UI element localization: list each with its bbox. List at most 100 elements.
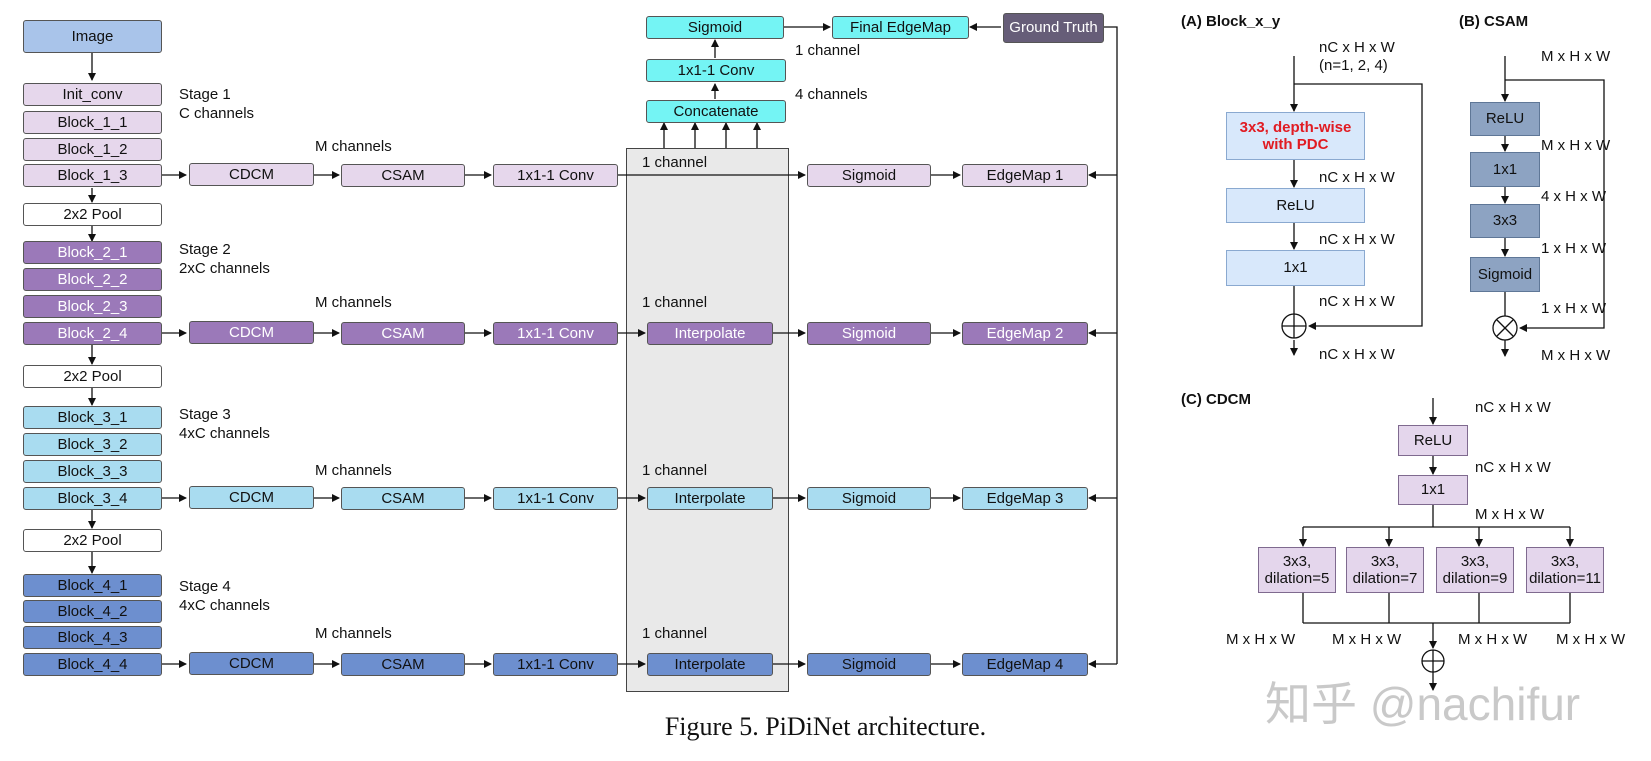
image-input-box: Image <box>23 20 162 53</box>
edgemap-1: EdgeMap 1 <box>962 164 1088 187</box>
one-channel-label-1: 1 channel <box>642 154 708 171</box>
panel-b-dim1: M x H x W <box>1541 137 1611 154</box>
csam-4: CSAM <box>341 653 465 676</box>
fusion-panel <box>626 148 789 692</box>
final-edgemap-box: Final EdgeMap <box>832 16 969 39</box>
dilation-5-line1: 3x3, <box>1282 552 1312 570</box>
fusion-conv-box: 1x1-1 Conv <box>646 59 786 82</box>
block-3-3: Block_3_3 <box>23 460 162 483</box>
m-channels-label-2: M channels <box>315 294 392 311</box>
panel-c-branch-dims-4: M x H x W <box>1556 631 1626 648</box>
stage-1-channels: C channels <box>179 105 255 122</box>
block-3-4: Block_3_4 <box>23 487 162 510</box>
dilation-9-line2: dilation=9 <box>1442 570 1508 587</box>
panel-b-out-dims: M x H x W <box>1541 347 1611 364</box>
sigmoid-1: Sigmoid <box>807 164 931 187</box>
panel-a-dim2: nC x H x W <box>1319 231 1395 248</box>
stage-3-title: Stage 3 <box>179 406 231 423</box>
panel-b-relu: ReLU <box>1470 102 1540 136</box>
panel-b-dim4: 1 x H x W <box>1541 300 1607 317</box>
edgemap-2: EdgeMap 2 <box>962 322 1088 345</box>
csam-3: CSAM <box>341 487 465 510</box>
sigmoid-3: Sigmoid <box>807 487 931 510</box>
panel-c-dim1: nC x H x W <box>1475 459 1551 476</box>
dilation-11-branch: 3x3, dilation=11 <box>1526 547 1604 593</box>
panel-a-in-dims: nC x H x W <box>1319 39 1395 56</box>
pool-1: 2x2 Pool <box>23 203 162 226</box>
pool-2: 2x2 Pool <box>23 365 162 388</box>
block-3-2: Block_3_2 <box>23 433 162 456</box>
panel-c-in-dims: nC x H x W <box>1475 399 1551 416</box>
block-2-1: Block_2_1 <box>23 241 162 264</box>
dilation-7-line2: dilation=7 <box>1352 570 1418 587</box>
cdcm-4: CDCM <box>189 652 314 675</box>
panel-a-relu: ReLU <box>1226 188 1365 223</box>
panel-b-title: (B) CSAM <box>1459 13 1529 30</box>
panel-c-branch-dims-3: M x H x W <box>1458 631 1528 648</box>
panel-b-dim3: 1 x H x W <box>1541 240 1607 257</box>
block-4-3: Block_4_3 <box>23 626 162 649</box>
block-2-4: Block_2_4 <box>23 322 162 345</box>
block-1-2: Block_1_2 <box>23 138 162 161</box>
csam-2: CSAM <box>341 322 465 345</box>
edgemap-4: EdgeMap 4 <box>962 653 1088 676</box>
panel-b-conv1x1: 1x1 <box>1470 152 1540 187</box>
panel-c-branch-dims-2: M x H x W <box>1332 631 1402 648</box>
cdcm-1: CDCM <box>189 163 314 186</box>
cdcm-2: CDCM <box>189 321 314 344</box>
dilation-7-line1: 3x3, <box>1370 552 1400 570</box>
panel-c-dim2: M x H x W <box>1475 506 1545 523</box>
dilation-5-line2: dilation=5 <box>1264 570 1330 587</box>
one-channel-label-2: 1 channel <box>642 294 708 311</box>
block-4-2: Block_4_2 <box>23 600 162 623</box>
block-3-1: Block_3_1 <box>23 406 162 429</box>
cdcm-3: CDCM <box>189 486 314 509</box>
sigmoid-2: Sigmoid <box>807 322 931 345</box>
conv1x1-2: 1x1-1 Conv <box>493 322 618 345</box>
block-2-2: Block_2_2 <box>23 268 162 291</box>
dilation-9-branch: 3x3, dilation=9 <box>1436 547 1514 593</box>
block-4-4: Block_4_4 <box>23 653 162 676</box>
panel-c-title: (C) CDCM <box>1181 391 1251 408</box>
conv1x1-4: 1x1-1 Conv <box>493 653 618 676</box>
conv1x1-3: 1x1-1 Conv <box>493 487 618 510</box>
stage-4-channels: 4xC channels <box>179 597 270 614</box>
one-channel-label-3: 1 channel <box>642 462 708 479</box>
panel-a-title: (A) Block_x_y <box>1181 13 1281 30</box>
sigmoid-4: Sigmoid <box>807 653 931 676</box>
m-channels-label-3: M channels <box>315 462 392 479</box>
interpolate-4: Interpolate <box>647 653 773 676</box>
conv1x1-1: 1x1-1 Conv <box>493 164 618 187</box>
block-2-3: Block_2_3 <box>23 295 162 318</box>
dilation-9-line1: 3x3, <box>1460 552 1490 570</box>
panel-c-branch-dims-1: M x H x W <box>1226 631 1296 648</box>
panel-b-sigmoid: Sigmoid <box>1470 257 1540 292</box>
panel-c-conv1x1: 1x1 <box>1398 475 1468 505</box>
dilation-7-branch: 3x3, dilation=7 <box>1346 547 1424 593</box>
ground-truth-box: Ground Truth <box>1003 13 1104 43</box>
panel-c-relu: ReLU <box>1398 425 1468 456</box>
block-1-1: Block_1_1 <box>23 111 162 134</box>
four-channels-label: 4 channels <box>795 86 868 103</box>
pdc-line2: with PDC <box>1262 136 1329 153</box>
panel-a-dim3: nC x H x W <box>1319 293 1395 310</box>
block-1-3: Block_1_3 <box>23 164 162 187</box>
m-channels-label-4: M channels <box>315 625 392 642</box>
interpolate-2: Interpolate <box>647 322 773 345</box>
init-conv-box: Init_conv <box>23 83 162 106</box>
panel-b-conv3x3: 3x3 <box>1470 204 1540 238</box>
block-4-1: Block_4_1 <box>23 574 162 597</box>
pool-3: 2x2 Pool <box>23 529 162 552</box>
stage-2-title: Stage 2 <box>179 241 231 258</box>
stage-2-channels: 2xC channels <box>179 260 270 277</box>
stage-1-title: Stage 1 <box>179 86 231 103</box>
concatenate-box: Concatenate <box>646 100 786 123</box>
csam-1: CSAM <box>341 164 465 187</box>
panel-a-conv1x1: 1x1 <box>1226 250 1365 286</box>
fusion-sigmoid-box: Sigmoid <box>646 16 784 39</box>
stage-4-title: Stage 4 <box>179 578 231 595</box>
dilation-11-line2: dilation=11 <box>1529 570 1601 587</box>
panel-a-n-note: (n=1, 2, 4) <box>1319 57 1388 74</box>
watermark: 知乎 @nachifur <box>1265 678 1581 730</box>
